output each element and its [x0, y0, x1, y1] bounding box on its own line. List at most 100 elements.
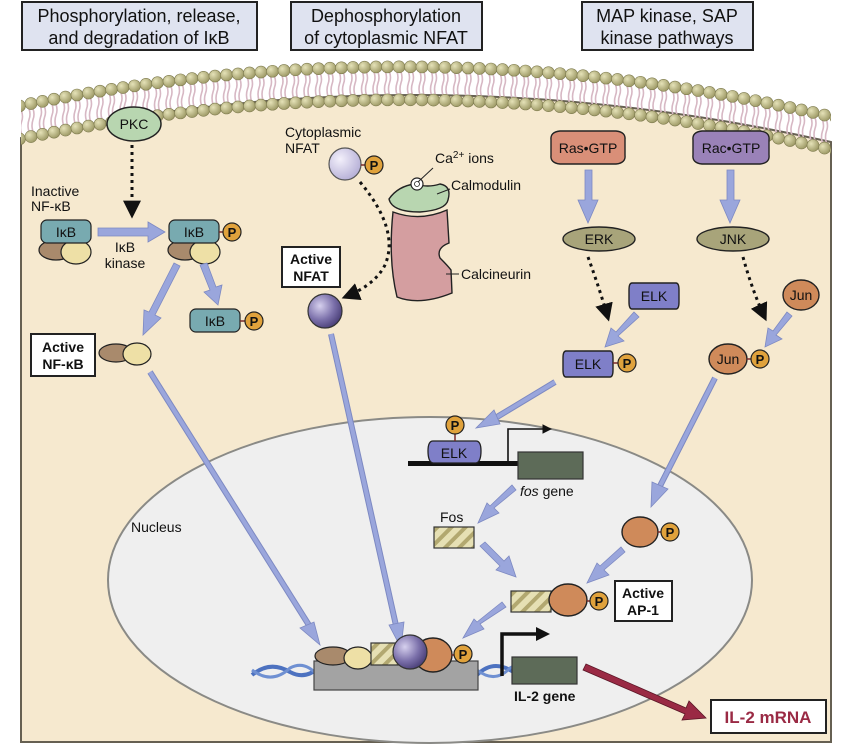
ca-leader-line	[417, 167, 434, 183]
lipid-head	[461, 94, 475, 108]
lipid-tail	[590, 81, 599, 106]
lipid-tail	[153, 87, 162, 111]
lipid-head	[806, 139, 820, 152]
il2-mrna-label: IL-2 mRNA	[725, 708, 812, 727]
lipid-head	[381, 60, 394, 74]
lipid-head	[530, 65, 544, 79]
ca-ions-label: Ca2+ ions	[435, 150, 494, 166]
lipid-head	[461, 61, 475, 75]
lipid-tail	[475, 73, 484, 97]
lipid-tail	[625, 85, 633, 110]
jun-label: Jun	[717, 351, 740, 367]
lipid-tail	[717, 99, 725, 123]
lipid-head	[611, 73, 624, 86]
lipid-tail	[314, 73, 323, 97]
lipid-tail	[613, 84, 622, 108]
lipid-head	[484, 62, 498, 76]
lipid-tail	[349, 72, 357, 96]
lipid-tail	[671, 91, 679, 116]
lipid-head	[680, 82, 693, 96]
lipid-tail	[797, 114, 806, 139]
lipid-tail	[280, 75, 288, 99]
lipid-tail	[38, 106, 47, 130]
calcineurin-label: Calcineurin	[461, 266, 531, 282]
lipid-head	[565, 68, 578, 81]
phospho-icon	[750, 349, 770, 369]
lipid-tail	[705, 97, 714, 121]
jun-phospho-arrow	[764, 311, 793, 348]
lipid-tail	[395, 71, 403, 96]
header-nfat: Dephosphorylation of cytoplasmic NFAT	[290, 1, 483, 51]
lipid-head	[116, 81, 130, 94]
lipid-tail	[740, 103, 748, 127]
lipid-head	[323, 61, 337, 75]
lipid-tail	[694, 95, 702, 119]
elk-bound: ELK P	[427, 415, 482, 464]
lipid-head	[392, 60, 406, 74]
lipid-head	[277, 97, 291, 110]
elk-unphosphorylated: ELK	[628, 282, 680, 310]
lipid-tail	[372, 71, 380, 96]
lipid-head	[576, 102, 590, 116]
lipid-head	[197, 103, 210, 117]
nucleus-label: Nucleus	[131, 519, 182, 535]
il2-gene-label: IL-2 gene	[514, 688, 576, 704]
lipid-head	[438, 61, 452, 74]
lipid-head	[634, 108, 647, 122]
active-nfat	[307, 293, 343, 329]
lipid-head	[450, 61, 463, 74]
nfat-dephospho-dotted-arrow	[341, 181, 391, 301]
lipid-head	[668, 80, 682, 94]
lipid-head	[726, 90, 739, 103]
lipid-head	[254, 65, 268, 79]
lipid-head	[496, 96, 509, 109]
lipid-head	[703, 119, 716, 132]
lipid-head	[381, 93, 394, 107]
lipid-head	[335, 61, 348, 75]
lipid-head	[70, 121, 84, 135]
ca-ion-icon	[410, 177, 424, 191]
phospho-label: P	[250, 314, 259, 329]
lipid-tail	[556, 78, 564, 102]
lipid-head	[576, 69, 590, 83]
lipid-head	[289, 63, 302, 77]
inactive-nfkb-complex: IκB	[38, 219, 92, 265]
erk-label: ERK	[585, 231, 614, 247]
lipid-head	[392, 93, 406, 107]
ikb-label: IκB	[56, 224, 76, 240]
pkc-label: PKC	[120, 116, 149, 132]
inactive-nfkb-label-1: Inactive	[31, 183, 79, 199]
lipid-tail	[464, 72, 472, 97]
lipid-head	[760, 96, 774, 110]
lipid-head	[323, 94, 337, 108]
phospho-label: P	[451, 418, 460, 433]
lipid-head	[21, 132, 26, 146]
lipid-head	[450, 94, 463, 107]
active-nfat-label-2: NFAT	[293, 268, 329, 284]
lipid-head	[611, 106, 624, 119]
lipid-tail	[245, 77, 254, 102]
lipid-head	[59, 123, 72, 137]
calmodulin-label: Calmodulin	[451, 177, 521, 193]
lipid-tail	[360, 71, 369, 96]
lipid-tail	[833, 123, 839, 146]
lipid-head	[737, 92, 751, 105]
lipid-tail	[533, 76, 541, 101]
lipid-head	[703, 86, 716, 99]
lipid-head	[185, 105, 199, 118]
lipid-head	[680, 115, 693, 129]
lipid-tail	[441, 72, 449, 96]
lipid-head	[346, 61, 360, 74]
phospho-label: P	[370, 158, 379, 173]
header-mapk-line2: kinase pathways	[600, 28, 733, 48]
lipid-head	[369, 60, 383, 74]
lipid-head	[2, 102, 14, 114]
lipid-tail	[820, 119, 829, 144]
lipid-tail	[579, 80, 587, 104]
lipid-head	[588, 103, 601, 117]
calcineurin	[390, 208, 453, 302]
lipid-head	[519, 64, 532, 78]
ikb-label: IκB	[205, 313, 225, 329]
lipid-head	[404, 93, 417, 107]
